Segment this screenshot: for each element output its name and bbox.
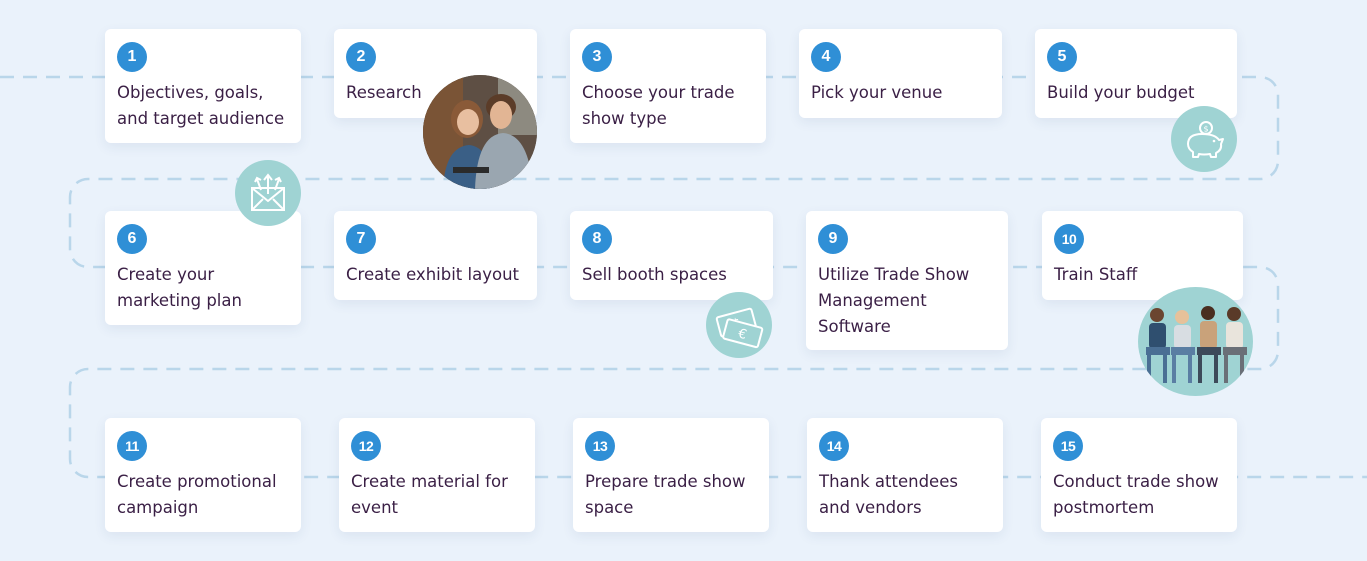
- svg-text:$: $: [1203, 125, 1208, 134]
- step-number-badge: 6: [117, 224, 147, 254]
- step-number-badge: 5: [1047, 42, 1077, 72]
- step-number-badge: 12: [351, 431, 381, 461]
- step-card-10: 10 Train Staff: [1042, 211, 1243, 300]
- step-label: Utilize Trade Show Management Software: [818, 265, 970, 336]
- email-marketing-icon: [235, 160, 301, 226]
- step-card-8: 8 Sell booth spaces: [570, 211, 773, 300]
- step-card-12: 12 Create material for event: [339, 418, 535, 532]
- step-label: Create exhibit layout: [346, 265, 519, 284]
- step-card-13: 13 Prepare trade show space: [573, 418, 769, 532]
- step-label: Pick your venue: [811, 83, 943, 102]
- step-card-3: 3 Choose your trade show type: [570, 29, 766, 143]
- svg-text:€: €: [736, 326, 748, 343]
- step-label: Conduct trade show postmortem: [1053, 472, 1219, 517]
- step-card-1: 1 Objectives, goals, and target audience: [105, 29, 301, 143]
- step-number-badge: 10: [1054, 224, 1084, 254]
- step-card-11: 11 Create promotional campaign: [105, 418, 301, 532]
- step-label: Create promotional campaign: [117, 472, 277, 517]
- step-number-badge: 15: [1053, 431, 1083, 461]
- step-card-5: 5 Build your budget: [1035, 29, 1237, 118]
- step-number-badge: 7: [346, 224, 376, 254]
- step-number-badge: 14: [819, 431, 849, 461]
- step-card-7: 7 Create exhibit layout: [334, 211, 537, 300]
- staff-photo: [1138, 287, 1253, 396]
- step-card-14: 14 Thank attendees and vendors: [807, 418, 1003, 532]
- step-label: Choose your trade show type: [582, 83, 735, 128]
- piggy-bank-icon: $: [1171, 106, 1237, 172]
- step-label: Train Staff: [1054, 265, 1138, 284]
- step-label: Sell booth spaces: [582, 265, 727, 284]
- step-label: Research: [346, 83, 422, 102]
- step-label: Create material for event: [351, 472, 508, 517]
- step-number-badge: 2: [346, 42, 376, 72]
- step-label: Thank attendees and vendors: [819, 472, 958, 517]
- step-card-6: 6 Create your marketing plan: [105, 211, 301, 325]
- step-number-badge: 1: [117, 42, 147, 72]
- step-label: Create your marketing plan: [117, 265, 242, 310]
- step-number-badge: 13: [585, 431, 615, 461]
- step-number-badge: 8: [582, 224, 612, 254]
- step-card-15: 15 Conduct trade show postmortem: [1041, 418, 1237, 532]
- step-number-badge: 4: [811, 42, 841, 72]
- step-number-badge: 9: [818, 224, 848, 254]
- step-number-badge: 3: [582, 42, 612, 72]
- research-photo: [423, 75, 537, 189]
- step-label: Build your budget: [1047, 83, 1195, 102]
- step-number-badge: 11: [117, 431, 147, 461]
- step-label: Prepare trade show space: [585, 472, 746, 517]
- step-card-9: 9 Utilize Trade Show Management Software: [806, 211, 1008, 350]
- money-bills-icon: $ €: [706, 292, 772, 358]
- step-label: Objectives, goals, and target audience: [117, 83, 285, 128]
- step-card-4: 4 Pick your venue: [799, 29, 1002, 118]
